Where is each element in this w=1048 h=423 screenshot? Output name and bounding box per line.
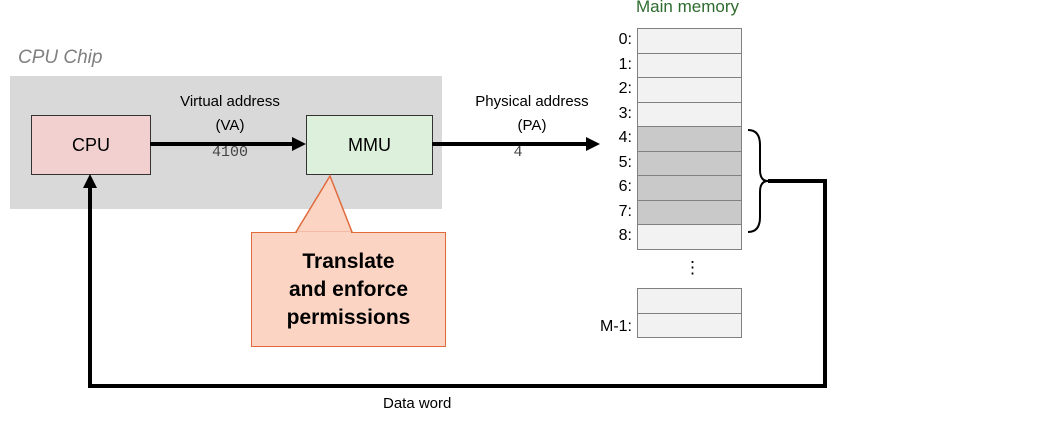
data-word-label: Data word <box>383 395 452 412</box>
memory-cell <box>637 77 742 103</box>
cpu-chip-label: CPU Chip <box>18 47 103 68</box>
memory-row-label: 7: <box>618 202 632 220</box>
physical-address-sub: (PA) <box>517 117 547 134</box>
physical-address-label: Physical address <box>475 93 589 110</box>
memory-cell-column <box>637 28 742 250</box>
memory-row-label: 5: <box>618 153 632 171</box>
memory-row-label: 8: <box>618 227 632 244</box>
mmu-box-label: MMU <box>348 134 391 155</box>
memory-cell <box>637 101 742 127</box>
callout-line-1: Translate <box>302 249 395 273</box>
callout-box: Translate and enforce permissions <box>251 232 446 347</box>
cpu-box-label: CPU <box>71 134 110 155</box>
memory-cell <box>637 150 742 176</box>
physical-address-value: 4 <box>513 144 523 161</box>
memory-row-label: 6: <box>618 178 632 195</box>
virtual-address-label: Virtual address <box>180 93 280 110</box>
memory-cell <box>637 175 742 201</box>
memory-row-label: 2: <box>618 80 632 97</box>
virtual-address-sub: (VA) <box>215 117 245 134</box>
memory-cell <box>637 224 742 250</box>
memory-row-label: 1: <box>618 55 632 73</box>
memory-cell <box>637 199 742 225</box>
memory-lower-cells <box>637 288 742 338</box>
memory-cell <box>637 126 742 152</box>
callout-line-2: and enforce <box>288 277 409 301</box>
callout-line-3: permissions <box>286 305 411 329</box>
memory-last-row-label: M-1: <box>600 318 632 335</box>
memory-row-label: 4: <box>618 129 632 146</box>
memory-row-labels: 0: 1: 2: 3: 4: 5: 6: 7: 8: <box>587 28 632 268</box>
memory-cell <box>637 288 742 314</box>
virtual-address-value: 4100 <box>211 144 248 161</box>
memory-cell <box>637 28 742 54</box>
vertical-ellipsis: ⋮ <box>684 258 701 277</box>
memory-cell <box>637 312 742 338</box>
main-memory-title: Main memory <box>636 0 739 16</box>
memory-row-label: 3: <box>618 104 632 122</box>
cpu-box: CPU <box>31 115 151 175</box>
mmu-box: MMU <box>306 115 433 175</box>
memory-cell <box>637 52 742 78</box>
memory-row-label: 0: <box>618 31 632 48</box>
